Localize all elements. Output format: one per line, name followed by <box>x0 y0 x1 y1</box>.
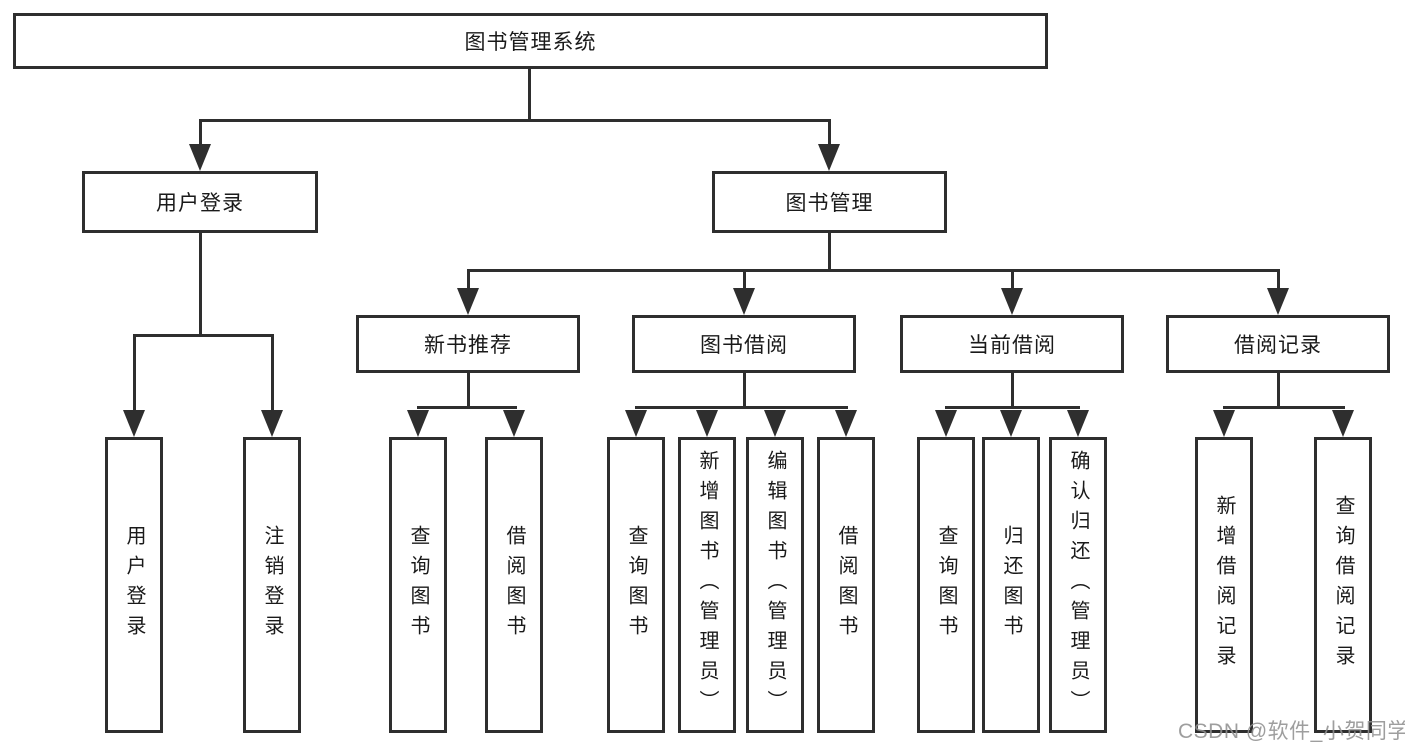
arrowhead-down-icon <box>457 288 479 315</box>
connector-line <box>1011 269 1014 291</box>
node-borrowing-records: 借阅记录 <box>1166 315 1390 373</box>
node-label: 借阅图书 <box>503 525 525 645</box>
connector-line <box>417 406 517 409</box>
connector-line <box>945 406 1080 409</box>
connector-line <box>743 373 746 408</box>
arrowhead-down-icon <box>503 410 525 437</box>
node-label: 图书管理 <box>785 192 874 215</box>
leaf-borrow-books: 借阅图书 <box>817 437 875 733</box>
arrowhead-down-icon <box>189 144 211 171</box>
arrowhead-down-icon <box>1067 410 1089 437</box>
leaf-add-book-admin: 新增图书（管理员） <box>678 437 736 733</box>
node-book-management: 图书管理 <box>712 171 947 233</box>
node-label: 编辑图书（管理员） <box>764 450 786 720</box>
connector-line <box>199 233 202 337</box>
connector-line <box>467 373 470 408</box>
connector-line <box>199 119 831 122</box>
node-label: 新增图书（管理员） <box>696 450 718 720</box>
leaf-edit-book-admin: 编辑图书（管理员） <box>746 437 804 733</box>
arrowhead-down-icon <box>1267 288 1289 315</box>
node-label: 用户登录 <box>156 192 244 215</box>
node-label: 查询图书 <box>407 525 429 645</box>
leaf-query-books-borrow: 查询图书 <box>607 437 665 733</box>
arrowhead-down-icon <box>1000 410 1022 437</box>
arrowhead-down-icon <box>696 410 718 437</box>
leaf-query-books-recommend: 查询图书 <box>389 437 447 733</box>
leaf-confirm-return-admin: 确认归还（管理员） <box>1049 437 1107 733</box>
connector-line <box>133 334 274 337</box>
leaf-logout: 注销登录 <box>243 437 301 733</box>
connector-line <box>828 233 831 272</box>
leaf-return-book: 归还图书 <box>982 437 1040 733</box>
leaf-borrow-books-recommend: 借阅图书 <box>485 437 543 733</box>
connector-line <box>828 119 831 146</box>
connector-line <box>743 269 746 291</box>
arrowhead-down-icon <box>818 144 840 171</box>
connector-line <box>467 269 470 291</box>
leaf-add-borrow-record: 新增借阅记录 <box>1195 437 1253 733</box>
node-label: 新书推荐 <box>424 334 512 357</box>
arrowhead-down-icon <box>935 410 957 437</box>
arrowhead-down-icon <box>1332 410 1354 437</box>
arrowhead-down-icon <box>123 410 145 437</box>
leaf-query-books-current: 查询图书 <box>917 437 975 733</box>
arrowhead-down-icon <box>764 410 786 437</box>
arrowhead-down-icon <box>625 410 647 437</box>
leaf-user-login: 用户登录 <box>105 437 163 733</box>
connector-line <box>1277 373 1280 408</box>
node-label: 查询图书 <box>935 525 957 645</box>
connector-line <box>528 69 531 121</box>
arrowhead-down-icon <box>1001 288 1023 315</box>
connector-line <box>133 334 136 414</box>
node-label: 查询图书 <box>625 525 647 645</box>
connector-line <box>271 334 274 414</box>
node-label: 用户登录 <box>123 525 145 645</box>
arrowhead-down-icon <box>261 410 283 437</box>
node-book-borrowing: 图书借阅 <box>632 315 856 373</box>
connector-line <box>1223 406 1345 409</box>
arrowhead-down-icon <box>835 410 857 437</box>
connector-line <box>467 269 1280 272</box>
node-user-login: 用户登录 <box>82 171 318 233</box>
connector-line <box>635 406 848 409</box>
connector-line <box>1277 269 1280 291</box>
node-label: 归还图书 <box>1000 525 1022 645</box>
node-library-management-system: 图书管理系统 <box>13 13 1048 69</box>
connector-line <box>199 119 202 146</box>
node-label: 注销登录 <box>261 525 283 645</box>
node-current-borrowing: 当前借阅 <box>900 315 1124 373</box>
node-label: 查询借阅记录 <box>1332 495 1354 675</box>
node-label: 借阅记录 <box>1234 334 1322 357</box>
arrowhead-down-icon <box>733 288 755 315</box>
node-label: 确认归还（管理员） <box>1067 450 1089 720</box>
arrowhead-down-icon <box>1213 410 1235 437</box>
node-label: 图书借阅 <box>700 334 788 357</box>
connector-line <box>1011 373 1014 408</box>
node-label: 图书管理系统 <box>464 31 597 54</box>
csdn-watermark: CSDN @软件_小贺同学 <box>1178 720 1405 743</box>
node-label: 新增借阅记录 <box>1213 495 1235 675</box>
node-label: 借阅图书 <box>835 525 857 645</box>
arrowhead-down-icon <box>407 410 429 437</box>
node-new-book-recommend: 新书推荐 <box>356 315 580 373</box>
leaf-query-borrow-record: 查询借阅记录 <box>1314 437 1372 733</box>
node-label: 当前借阅 <box>968 334 1056 357</box>
